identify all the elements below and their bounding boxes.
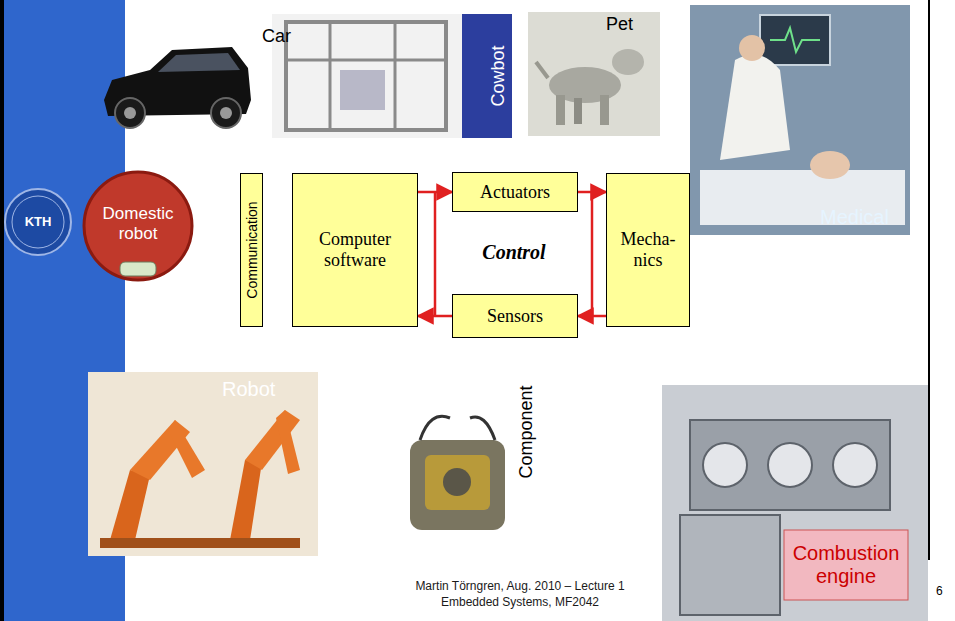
picture-label: Robot	[222, 378, 275, 401]
bus-box: Communication	[240, 173, 263, 327]
block-text: Mecha- nics	[611, 229, 685, 270]
block-text: Sensors	[487, 306, 543, 327]
picture-label: Pet	[606, 14, 633, 35]
loop-label: Control	[482, 241, 545, 264]
block-box: Mecha- nics	[606, 173, 690, 327]
picture-label: Component	[516, 385, 537, 478]
control-arrow	[578, 191, 606, 194]
control-arrow	[418, 191, 452, 194]
robot-picture	[88, 372, 318, 556]
logo-text: KTH	[25, 215, 52, 230]
page-number: 6	[936, 585, 943, 599]
kth-logo	[5, 189, 71, 255]
footer-text: Martin Törngren, Aug. 2010 – Lecture 1	[415, 580, 624, 594]
medical-picture	[690, 5, 910, 235]
slide-border	[928, 0, 930, 560]
picture-label: Medical	[820, 206, 889, 229]
component-picture	[410, 416, 505, 530]
picture-label: Cowbot	[488, 45, 509, 106]
picture-label: Domestic robot	[92, 204, 184, 243]
block-box: Computer software	[292, 173, 418, 327]
block-text: Communication	[243, 201, 259, 298]
block-box: Sensors	[452, 294, 578, 338]
block-box: Actuators	[452, 172, 578, 212]
pet-picture	[528, 12, 660, 136]
footer-text: Embedded Systems, MF2042	[441, 596, 599, 610]
engine-picture	[662, 385, 928, 621]
slide-border	[0, 0, 4, 621]
car-picture	[104, 47, 251, 128]
cowbot-picture	[272, 14, 512, 138]
picture-label: Combustion engine	[787, 542, 905, 588]
block-text: Actuators	[480, 182, 550, 203]
picture-label: Car	[262, 26, 291, 47]
domestic-robot-picture	[84, 172, 192, 280]
block-text: Computer software	[297, 229, 413, 270]
control-arrow	[418, 315, 452, 318]
control-arrow	[578, 315, 606, 318]
